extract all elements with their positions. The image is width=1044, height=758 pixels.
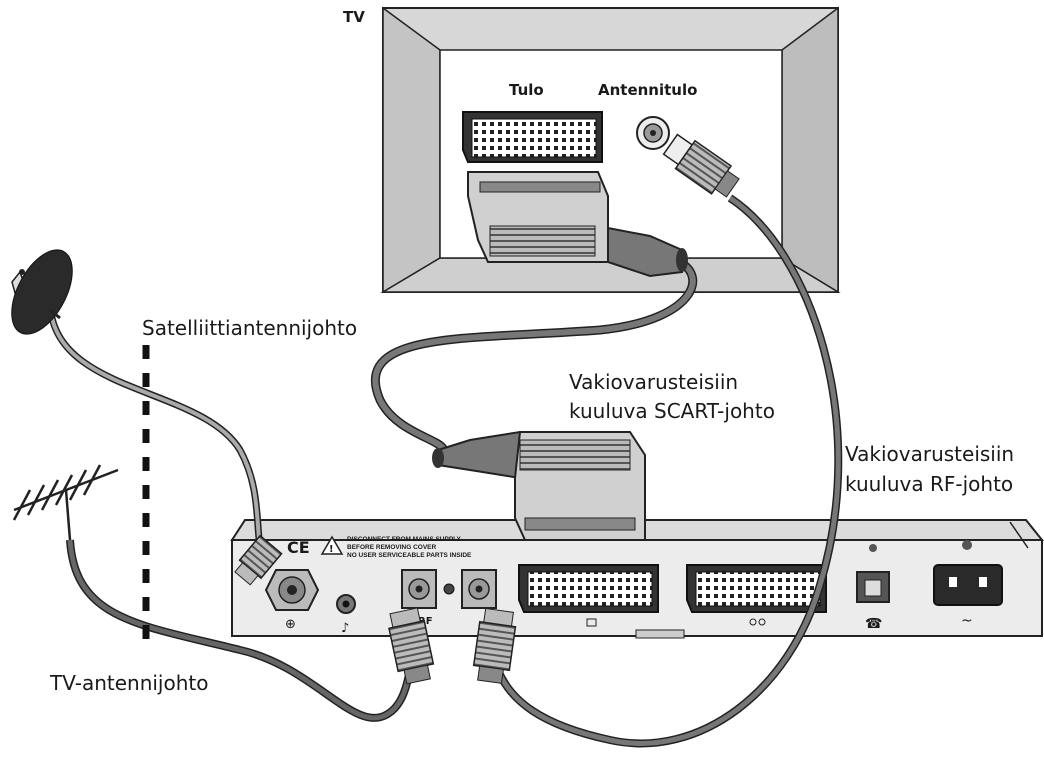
scart-cable-label-2: kuuluva SCART-johto <box>569 399 775 423</box>
rf-cable-label-2: kuuluva RF-johto <box>845 472 1013 496</box>
satellite-input-socket[interactable]: ⊕ <box>264 569 320 632</box>
warning-line-2: BEFORE REMOVING COVER <box>347 544 437 551</box>
power-socket[interactable]: ~ <box>933 540 1003 629</box>
receiver-scart-vcr-socket[interactable] <box>686 564 827 626</box>
power-icon: ~ <box>961 613 973 629</box>
cassette-icon <box>749 618 766 626</box>
satellite-input-icon: ⊕ <box>285 617 296 632</box>
warning-line-3: NO USER SERVICEABLE PARTS INSIDE <box>347 552 472 559</box>
tv-rf-plug-icon <box>662 133 740 198</box>
phone-socket[interactable]: ☎ <box>856 544 890 632</box>
rf-label: RF <box>418 616 433 627</box>
tv-antenna-icon <box>12 464 119 541</box>
rf-indicator <box>443 583 455 595</box>
scart-cable-label-1: Vakiovarusteisiin <box>569 370 738 394</box>
receiver-scart-plug-icon <box>432 430 646 541</box>
cables <box>46 194 843 748</box>
tv-input-label: Tulo <box>509 81 544 99</box>
audio-jack[interactable]: ♪ <box>336 594 356 636</box>
satellite-dish-icon <box>11 249 73 335</box>
music-note-icon: ♪ <box>341 621 349 636</box>
rf-cable-label-1: Vakiovarusteisiin <box>845 442 1014 466</box>
receiver-scart-tv-socket[interactable] <box>518 564 659 627</box>
tv-scart-socket[interactable] <box>462 111 603 163</box>
warning-triangle-icon <box>320 535 344 555</box>
svg-text:!: ! <box>329 544 334 555</box>
rf-in-socket[interactable] <box>401 569 437 609</box>
rf-in-plug-icon <box>388 607 435 685</box>
ce-mark: CE <box>287 538 310 557</box>
tv-scart-plug-icon <box>467 171 688 278</box>
satellite-f-plug-icon <box>234 534 283 586</box>
phone-icon: ☎ <box>865 616 882 632</box>
rf-out-socket[interactable] <box>461 569 497 609</box>
warning-line-1: DISCONNECT FROM MAINS SUPPLY <box>347 536 462 543</box>
tv-symbol-icon <box>586 618 597 627</box>
satellite-cable-label: Satelliittiantennijohto <box>142 316 357 340</box>
receiver: ⊕ CE ! DISCONNECT FROM MAINS SUPPLY BEFO… <box>230 519 1044 639</box>
tv-title: TV <box>343 8 365 26</box>
tv-antenna-cable-label: TV-antennijohto <box>49 671 208 695</box>
rf-out-plug-icon <box>472 607 517 684</box>
tv-antenna-input-label: Antennitulo <box>598 81 697 99</box>
tv-antenna-socket[interactable] <box>636 116 670 150</box>
